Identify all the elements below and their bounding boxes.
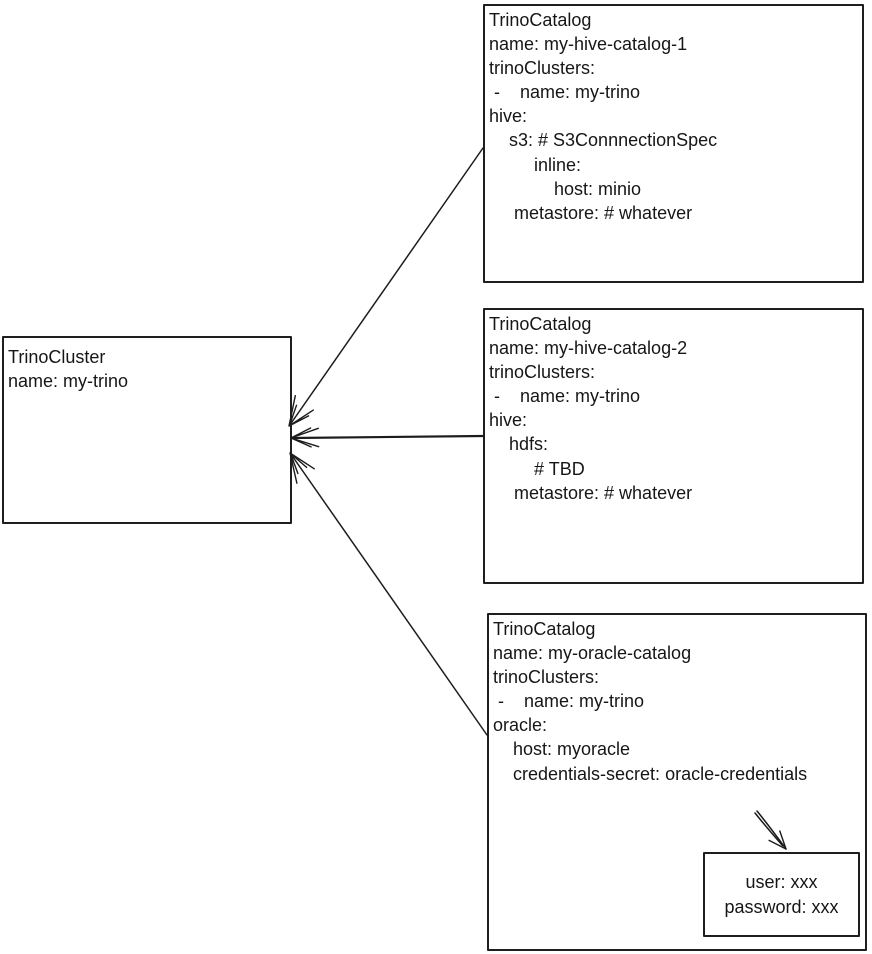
edge-catalog1-to-cluster[interactable] <box>288 147 484 427</box>
text-line: metastore: # whatever <box>489 482 693 503</box>
credentials-secret-text: user: xxx password: xxx <box>724 870 838 918</box>
edge-line <box>288 147 484 427</box>
text-line: TrinoCluster <box>8 347 106 367</box>
trino-catalog-oracle-text: TrinoCatalog name: my-oracle-catalog trino… <box>489 615 865 786</box>
text-line: oracle: <box>493 715 548 736</box>
text-line: # TBD <box>489 458 585 479</box>
trino-catalog-hive-1-text: TrinoCatalog name: my-hive-catalog-1 trino… <box>485 6 862 225</box>
text-line: TrinoCatalog <box>489 10 592 30</box>
text-line: user: xxx <box>745 872 818 893</box>
text-line: metastore: # whatever <box>489 202 693 223</box>
text-line: host: minio <box>489 178 642 199</box>
text-line: hdfs: <box>489 434 549 455</box>
node-trino-cluster[interactable]: TrinoCluster name: my-trino <box>2 336 292 524</box>
arrowhead-icon <box>288 395 314 427</box>
text-line: TrinoCatalog <box>489 314 592 334</box>
text-line: trinoClusters: <box>489 362 596 383</box>
text-line: inline: <box>489 154 582 175</box>
edge-line <box>290 434 485 440</box>
text-line: name: my-hive-catalog-1 <box>489 34 688 55</box>
text-line: - name: my-trino <box>489 82 641 103</box>
text-line: s3: # S3ConnnectionSpec <box>489 130 718 151</box>
edge-catalog2-to-cluster[interactable] <box>290 427 485 448</box>
edge-catalog3-to-cluster[interactable] <box>289 452 488 736</box>
arrowhead-icon <box>289 452 315 484</box>
text-line: credentials-secret: oracle-credentials <box>493 763 808 784</box>
node-trino-catalog-oracle[interactable]: TrinoCatalog name: my-oracle-catalog trino… <box>487 613 867 951</box>
text-line: name: my-trino <box>8 371 129 392</box>
text-line: host: myoracle <box>493 739 631 760</box>
text-line: trinoClusters: <box>493 667 600 688</box>
node-trino-catalog-hive-1[interactable]: TrinoCatalog name: my-hive-catalog-1 trino… <box>483 4 864 283</box>
trino-catalog-hive-2-text: TrinoCatalog name: my-hive-catalog-2 trino… <box>485 310 862 505</box>
text-line: TrinoCatalog <box>493 619 596 639</box>
text-line: name: my-hive-catalog-2 <box>489 338 688 359</box>
text-line: - name: my-trino <box>493 691 645 712</box>
node-credentials-secret[interactable]: user: xxx password: xxx <box>703 852 860 937</box>
text-line: hive: <box>489 410 528 431</box>
edge-line <box>289 452 488 736</box>
text-line: - name: my-trino <box>489 386 641 407</box>
arrowhead-icon <box>290 427 320 448</box>
text-line: name: my-oracle-catalog <box>493 643 692 664</box>
text-line: trinoClusters: <box>489 58 596 79</box>
text-line: password: xxx <box>724 896 839 917</box>
trino-cluster-text: TrinoCluster name: my-trino <box>4 338 290 393</box>
node-trino-catalog-hive-2[interactable]: TrinoCatalog name: my-hive-catalog-2 trino… <box>483 308 864 584</box>
text-line: hive: <box>489 106 528 127</box>
